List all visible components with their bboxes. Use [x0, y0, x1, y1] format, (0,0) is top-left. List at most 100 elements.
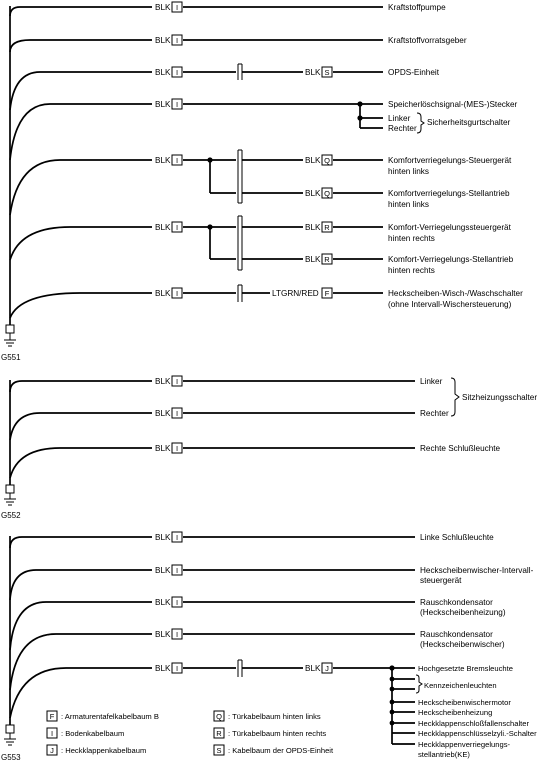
component-label: Linker	[420, 377, 443, 386]
connector-label: R	[324, 223, 330, 232]
connector-box	[171, 1, 183, 13]
legend-text: : Armaturentafelkabelbaum B	[61, 712, 159, 721]
connector-box	[171, 442, 183, 454]
connector-label: I	[176, 156, 178, 165]
component-label: Heckklappenverriegelungs-	[418, 740, 510, 749]
wire	[9, 380, 152, 393]
connector-box	[171, 154, 183, 166]
wire-color-label: BLK	[155, 3, 171, 12]
connector-label: I	[176, 223, 178, 232]
ground-group-g553: BLK I BLK I BLK I BLK I BLK I BLK J Link…	[1, 531, 537, 762]
splice-dot	[207, 157, 213, 163]
component-label: Linke Schlußleuchte	[420, 533, 494, 542]
wire	[9, 667, 152, 719]
legend-box	[46, 727, 58, 739]
wire-color-label: BLK	[305, 156, 321, 165]
connector-box	[321, 253, 333, 265]
component-label: OPDS-Einheit	[388, 68, 440, 77]
brace	[450, 377, 460, 417]
wire-color-label: BLK	[155, 533, 171, 542]
wire-color-label: BLK	[155, 377, 171, 386]
wire	[9, 569, 152, 601]
connector-box	[171, 662, 183, 674]
connector-label: I	[176, 533, 178, 542]
wire	[9, 71, 152, 111]
component-label: (Heckscheibenwischer)	[420, 640, 505, 649]
connector-box	[321, 287, 333, 299]
connector-box	[171, 531, 183, 543]
ground-terminal	[5, 324, 15, 334]
component-label: Komfort-Verriegelungs-Stellantrieb	[388, 255, 514, 264]
legend-box	[213, 727, 225, 739]
wire-color-label: BLK	[155, 156, 171, 165]
legend-key: R	[216, 729, 222, 738]
legend: F : Armaturentafelkabelbaum B I : Bodenk…	[46, 710, 334, 756]
component-label: Kraftstoffvorratsgeber	[388, 36, 467, 45]
connector-label: I	[176, 444, 178, 453]
wire-color-label: LTGRN/RED	[272, 289, 319, 298]
connector-box	[171, 66, 183, 78]
connector-label: Q	[324, 156, 330, 165]
component-label: Rechte Schlußleuchte	[420, 444, 501, 453]
component-label: hinten rechts	[388, 234, 435, 243]
component-label: Sicherheitsgurtschalter	[427, 118, 511, 127]
wire-color-label: BLK	[155, 444, 171, 453]
legend-key: Q	[216, 712, 222, 721]
wire-color-label: BLK	[305, 189, 321, 198]
wire	[9, 39, 152, 53]
wire	[9, 633, 152, 691]
wire	[9, 226, 152, 261]
ground-group-g551: BLK I Kraftstoffpumpe BLK I Kraftstoffvo…	[1, 1, 523, 362]
component-label: hinten links	[388, 200, 429, 209]
component-label: Rechter	[420, 409, 449, 418]
wire	[9, 601, 152, 651]
component-label: Heckscheiben-Wisch-/Waschschalter	[388, 289, 523, 298]
component-label: Linker	[388, 114, 411, 123]
legend-box	[213, 710, 225, 722]
connector-box	[171, 34, 183, 46]
component-label: Kraftstoffpumpe	[388, 3, 446, 12]
component-label: hinten rechts	[388, 266, 435, 275]
wire-color-label: BLK	[155, 68, 171, 77]
component-label: Rauschkondensator	[420, 598, 493, 607]
connector-label: I	[176, 68, 178, 77]
component-label: (ohne Intervall-Wischersteuerung)	[388, 300, 512, 309]
component-label: Speicherlöschsignal-(MES-)Stecker	[388, 100, 517, 109]
legend-text: : Heckklappenkabelbaum	[61, 746, 146, 755]
component-label: hinten links	[388, 167, 429, 176]
connector-label: I	[176, 409, 178, 418]
component-label: Heckklappenschlüsselzyli.-Schalter	[418, 729, 537, 738]
wire-color-label: BLK	[155, 289, 171, 298]
wire-color-label: BLK	[305, 664, 321, 673]
connector-box	[171, 221, 183, 233]
connector-label: I	[176, 566, 178, 575]
wire	[9, 103, 152, 161]
legend-text: : Bodenkabelbaum	[61, 729, 124, 738]
wire-color-label: BLK	[305, 255, 321, 264]
wire-color-label: BLK	[305, 68, 321, 77]
wire	[9, 292, 152, 319]
brace	[416, 112, 425, 134]
component-label: Rechter	[388, 124, 417, 133]
connector-label: I	[176, 630, 178, 639]
wire	[9, 447, 152, 479]
component-label: stellantrieb(KE)	[418, 750, 470, 759]
legend-key: S	[216, 746, 221, 755]
connector-label: F	[325, 289, 330, 298]
connector-label: R	[324, 255, 330, 264]
connector-label: I	[176, 598, 178, 607]
connector-box	[171, 98, 183, 110]
connector-box	[171, 375, 183, 387]
legend-text: : Türkabelbaum hinten links	[228, 712, 321, 721]
legend-box	[46, 744, 58, 756]
ground-label: G552	[1, 511, 21, 520]
component-label: Heckscheibenheizung	[418, 708, 492, 717]
connector-box	[171, 287, 183, 299]
ground-terminal	[5, 724, 15, 734]
component-label: Komfort-Verriegelungssteuergerät	[388, 223, 512, 232]
wire-color-label: BLK	[155, 100, 171, 109]
ground-terminal	[5, 484, 15, 494]
component-label: Komfortverriegelungs-Steuergerät	[388, 156, 512, 165]
component-label: Heckscheibenwischer-Intervall-	[420, 566, 534, 575]
